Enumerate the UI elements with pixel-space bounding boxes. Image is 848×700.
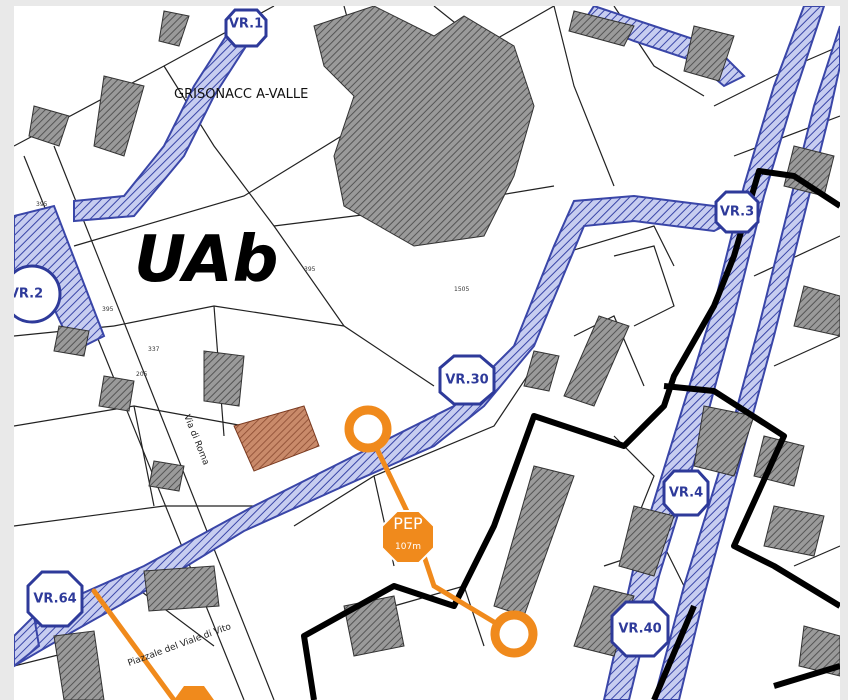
street-label: Via di Roma: [181, 413, 210, 466]
vr-markers: VR.1 VR.2 VR.30 VR.3 VR.4 VR.40 VR.64: [14, 8, 760, 658]
parcel-number: 1505: [454, 286, 469, 293]
vr-marker-1[interactable]: VR.1: [224, 8, 268, 48]
vr-label: VR.4: [669, 486, 703, 501]
cadastral-map[interactable]: PEP 107m VR.1 VR.2 VR.30 VR.3 VR.4 VR.40: [14, 6, 840, 700]
vr-label: VR.64: [33, 592, 76, 607]
vr-label: VR.2: [14, 287, 43, 302]
zone-label: UAb: [134, 223, 278, 297]
street-label-2: Piazzale del Viale di Vito: [127, 622, 233, 669]
zone-boundaries: [301, 168, 840, 700]
parcel-number: 205: [136, 371, 148, 378]
buildings: [28, 6, 840, 700]
highlighted-building: [233, 405, 320, 472]
vr-marker-30[interactable]: VR.30: [438, 354, 496, 406]
vr-marker-2[interactable]: VR.2: [14, 264, 62, 324]
pep-title: PEP: [393, 514, 423, 533]
route-node-1: [344, 405, 392, 453]
vr-label: VR.1: [229, 17, 263, 32]
vr-marker-40[interactable]: VR.40: [610, 600, 670, 658]
route-node-2: [490, 610, 538, 658]
place-label: GRISONACC A-VALLE: [174, 87, 308, 102]
parcel-number: 395: [102, 306, 114, 313]
pep-subtitle: 107m: [395, 542, 421, 552]
parcel-number: 395: [304, 266, 316, 273]
vr-label: VR.30: [445, 373, 488, 388]
pep-marker[interactable]: PEP 107m: [381, 510, 435, 564]
vr-marker-4[interactable]: VR.4: [662, 469, 710, 517]
parcel-number: 337: [148, 346, 160, 353]
vr-label: VR.40: [618, 622, 661, 637]
parcel-number: 395: [36, 201, 48, 208]
vr-marker-3[interactable]: VR.3: [714, 190, 760, 234]
vr-label: VR.3: [720, 205, 754, 220]
vr-marker-64[interactable]: VR.64: [26, 570, 84, 628]
